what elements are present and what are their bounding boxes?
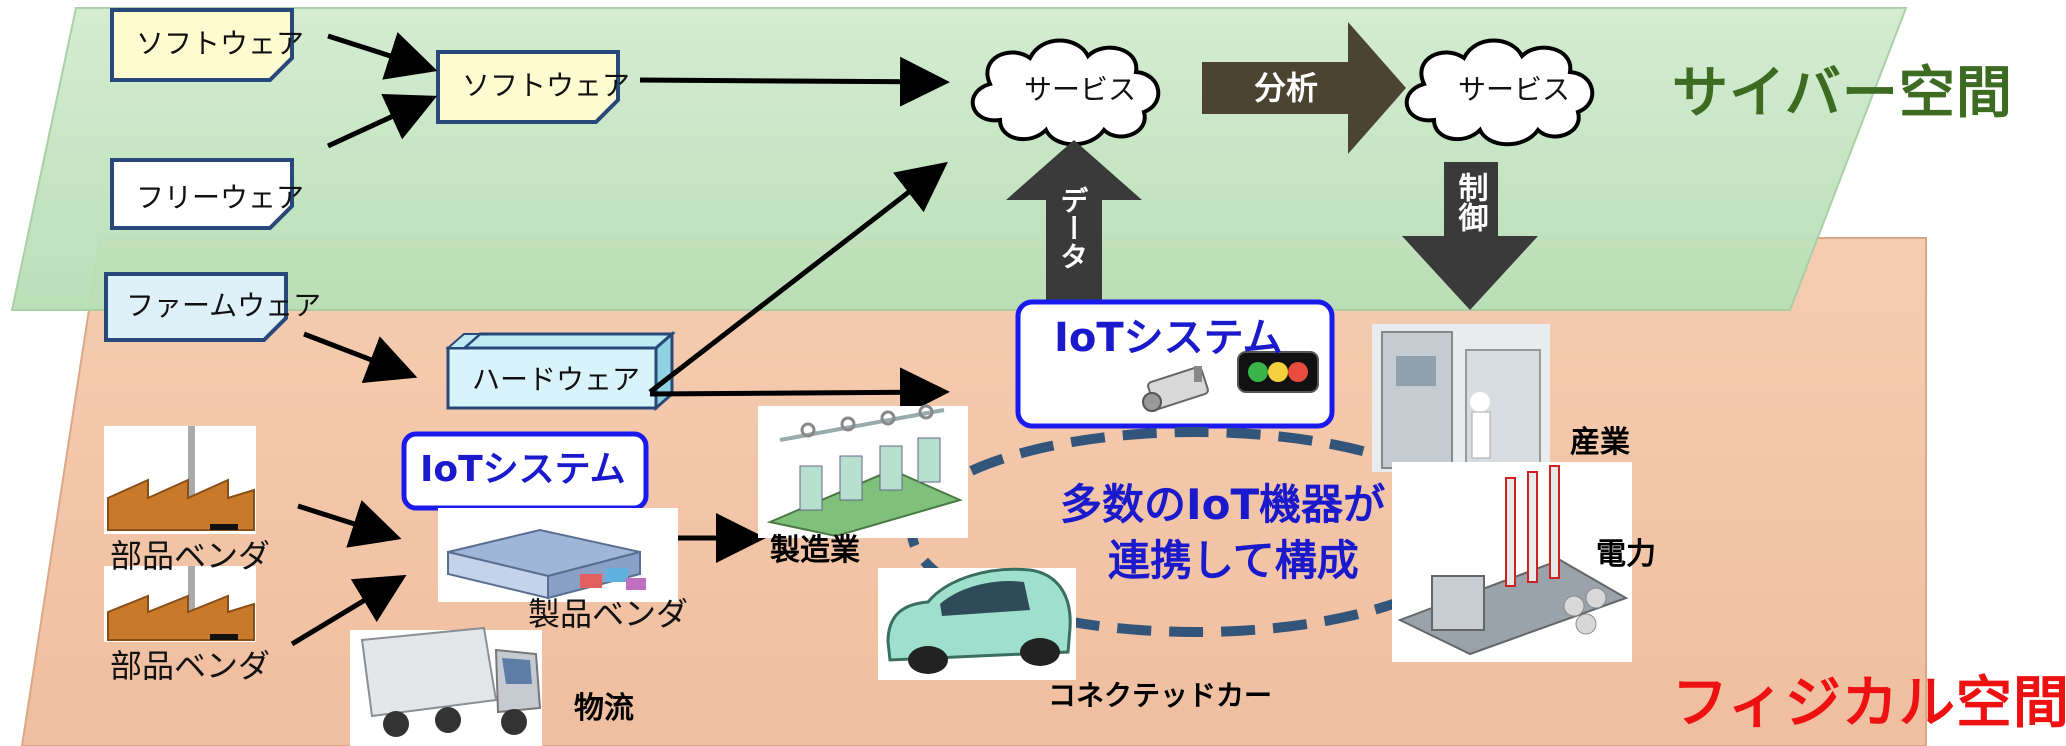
- physical-space-title: フィジカル空間: [1672, 671, 2066, 736]
- note-software-1: [110, 8, 294, 82]
- control-label: 制御: [1452, 172, 1488, 232]
- arrow-parts2-to-product: [290, 574, 407, 647]
- data-label: データ: [1056, 186, 1090, 270]
- iot-system-left-label: IoTシステム: [420, 449, 626, 490]
- industry-image: [1372, 324, 1550, 472]
- cloud-service-right: [1404, 38, 1595, 147]
- hardware-label: ハードウェア: [472, 363, 641, 396]
- product-vendor-label: 製品ベンダ: [528, 595, 689, 633]
- analysis-arrow: [1202, 22, 1406, 154]
- power-plant-image: [1392, 462, 1632, 662]
- parts-vendor-1-label: 部品ベンダ: [110, 537, 271, 575]
- service-left-label: サービス: [1024, 73, 1137, 106]
- industry-label: 産業: [1570, 425, 1630, 460]
- truck-image: [350, 626, 542, 746]
- traffic-light-icon: [1237, 351, 1319, 393]
- note-freeware-label: フリーウェア: [136, 181, 305, 214]
- factory-icon-2: [104, 566, 256, 642]
- many-devices-line2: 連携して構成: [1108, 536, 1359, 585]
- arrow-sw1-to-sw2: [327, 31, 438, 80]
- many-devices-line1: 多数のIoT機器が: [1060, 480, 1386, 529]
- arrow-free-to-sw2: [326, 94, 438, 149]
- note-freeware: [110, 158, 294, 230]
- data-arrow: [1006, 140, 1142, 302]
- parts-vendor-2-label: 部品ベンダ: [110, 647, 271, 685]
- iot-box-center: [1015, 299, 1335, 429]
- service-right-label: サービス: [1458, 73, 1571, 106]
- logistics-label: 物流: [574, 691, 634, 726]
- car-image: [878, 567, 1076, 680]
- cyber-space-title: サイバー空間: [1672, 61, 2013, 126]
- iot-system-center-label: IoTシステム: [1054, 315, 1283, 361]
- arrow-hw-to-service: [648, 161, 948, 394]
- analysis-label: 分析: [1254, 69, 1319, 107]
- note-software-2-label: ソフトウェア: [462, 69, 631, 102]
- note-software-2: [436, 50, 620, 124]
- cloud-service-left: [970, 38, 1161, 147]
- control-arrow: [1402, 162, 1538, 310]
- manufacturing-label: 製造業: [770, 533, 860, 568]
- arrow-sw2-to-service: [639, 56, 950, 107]
- arrow-parts1-to-product: [297, 500, 402, 548]
- hardware-box: [445, 330, 676, 412]
- warehouse-image: [438, 508, 678, 602]
- note-software-1-label: ソフトウェア: [136, 27, 305, 60]
- note-firmware: [104, 272, 288, 342]
- power-label: 電力: [1596, 537, 1656, 572]
- note-firmware-label: ファームウェア: [126, 289, 322, 322]
- connected-car-label: コネクテッドカー: [1048, 679, 1273, 712]
- factory-icon-1: [104, 426, 256, 534]
- arrow-firm-to-hw: [303, 331, 418, 383]
- arrow-hw-to-manufacturing: [649, 367, 950, 418]
- manufacturing-image: [758, 404, 968, 538]
- camera-icon: [1142, 366, 1209, 412]
